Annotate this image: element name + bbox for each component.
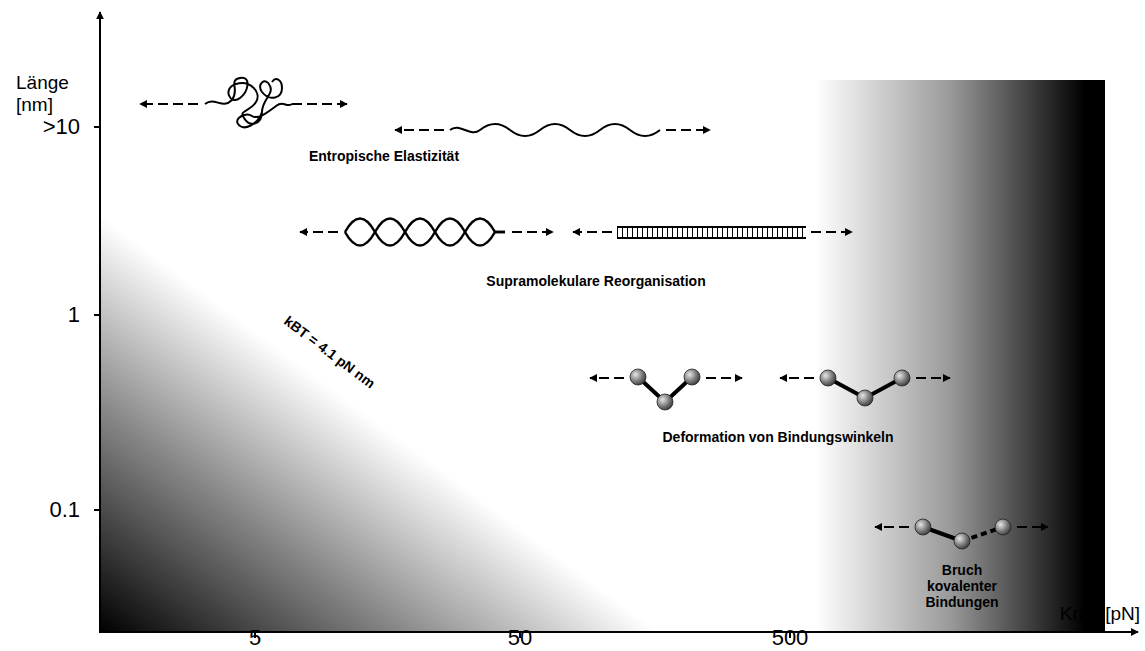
force-arrows [140,104,1048,527]
regime-label: Supramolekulare Reorganisation [486,273,705,289]
regime-label: Bruch kovalenter Bindungen [907,562,1017,610]
tick-label: 5 [249,625,261,650]
tick-label: 50 [508,625,532,650]
regime-label: Entropische Elastizität [309,148,459,164]
ladder-rungs [617,227,806,238]
molecules [630,369,1011,549]
bond-rupture-region [800,80,1105,632]
regime-label: Deformation von Bindungswinkeln [662,429,893,445]
tick-label: 0.1 [49,497,80,522]
tick-label: 1 [68,302,80,327]
polymer-chains [205,78,806,246]
axis-title: Länge [nm] [16,72,76,116]
axes [94,12,1138,638]
tick-label: >10 [43,114,80,139]
tick-label: 500 [772,625,809,650]
axis-title: Kraft [pN] [1060,603,1140,625]
